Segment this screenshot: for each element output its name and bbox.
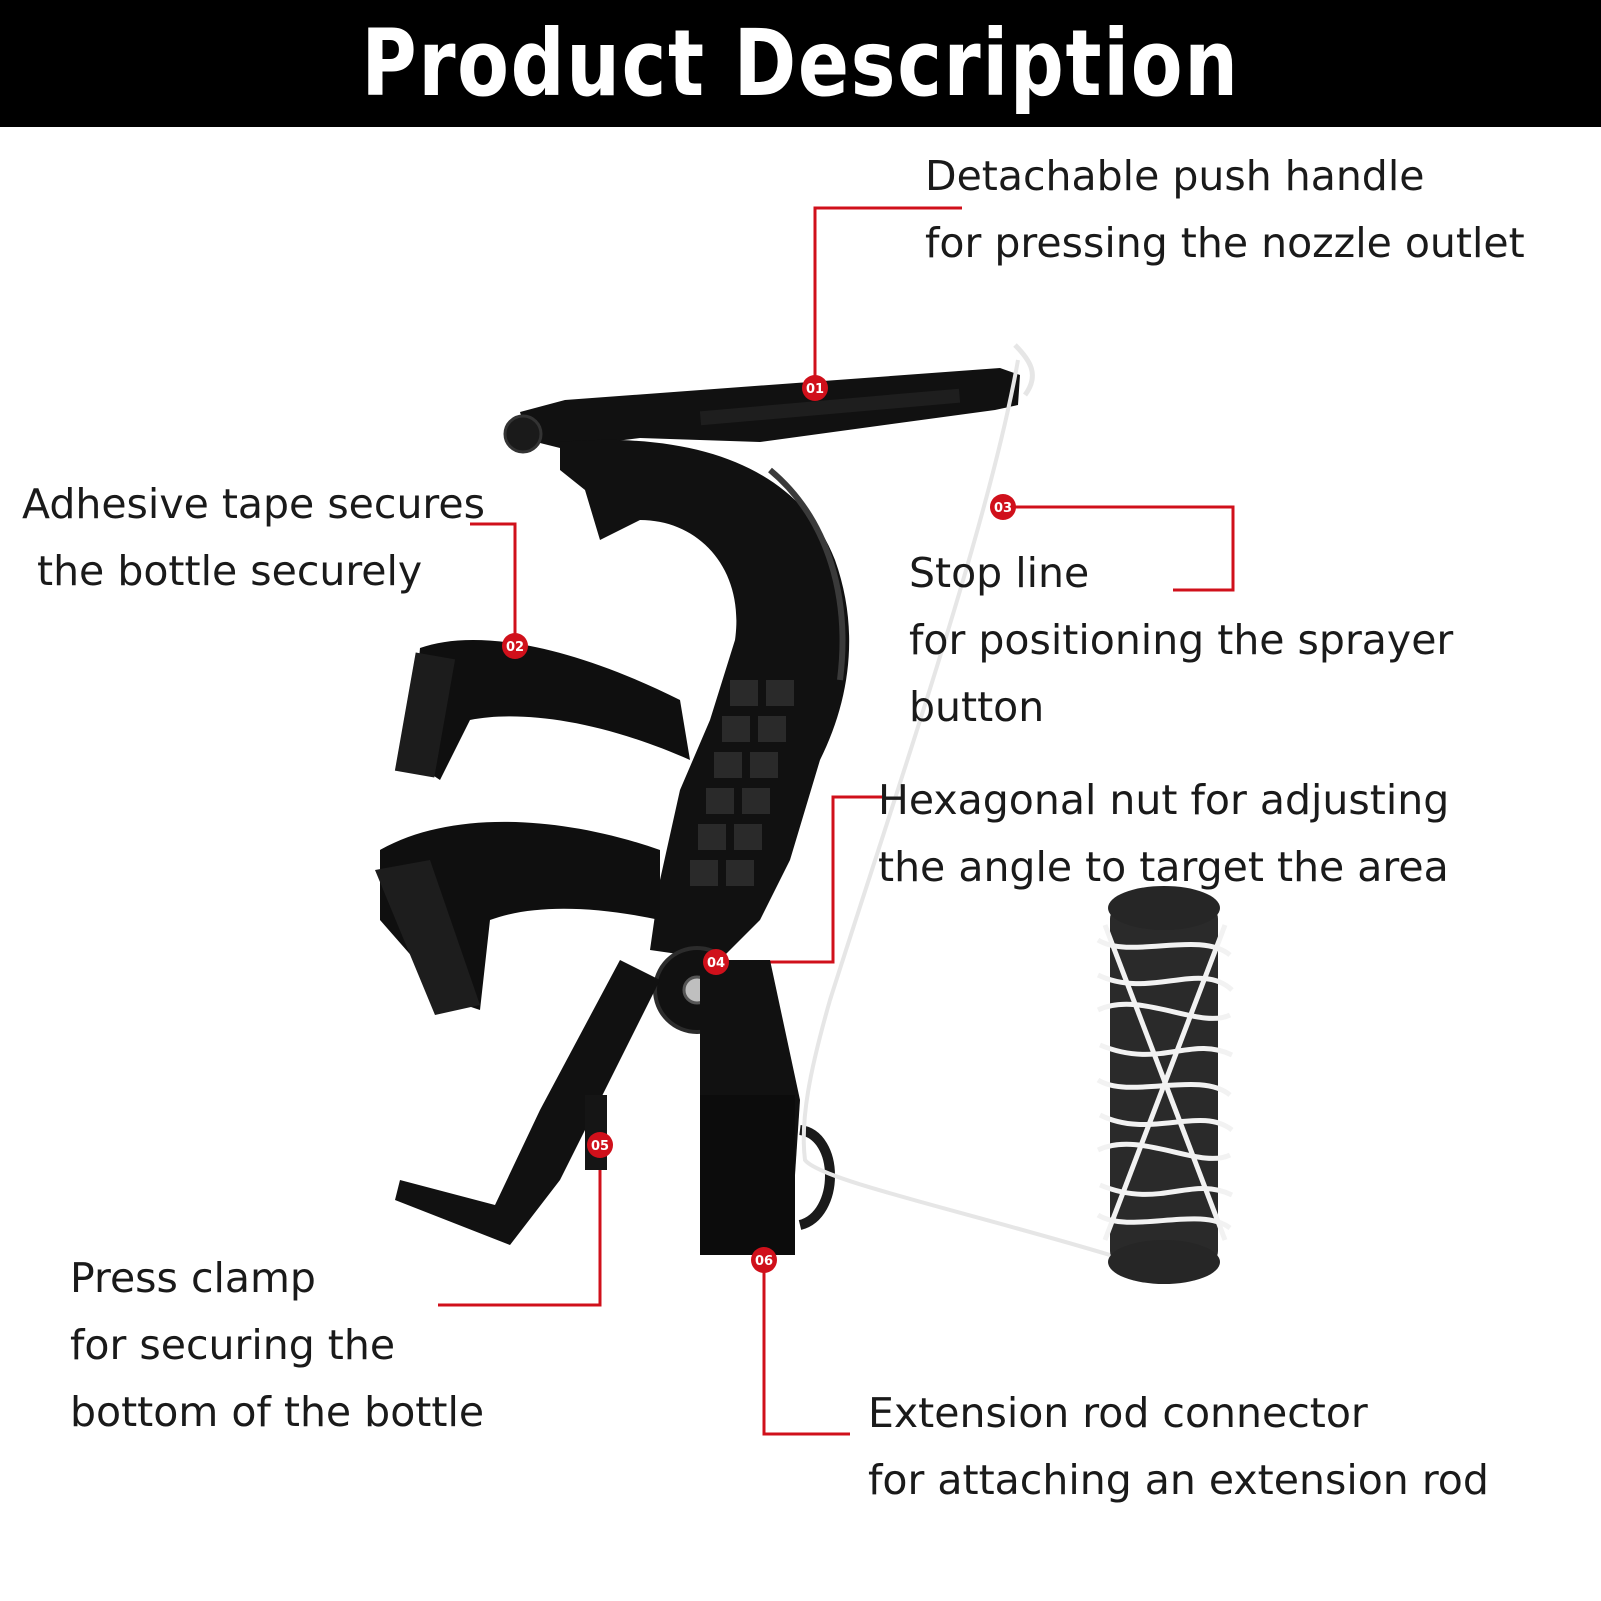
- badge-05: 05: [587, 1132, 613, 1158]
- callout-line: the angle to target the area: [878, 843, 1449, 891]
- badge-04: 04: [703, 949, 729, 975]
- callout-line: the bottle securely: [37, 547, 423, 595]
- svg-text:04: 04: [707, 956, 725, 971]
- badge-01: 01: [802, 375, 828, 401]
- spool-windings: [1096, 924, 1234, 1241]
- callout-line: Hexagonal nut for adjusting: [878, 776, 1450, 824]
- svg-text:05: 05: [591, 1139, 609, 1154]
- badge-03: 03: [990, 494, 1016, 520]
- svg-text:02: 02: [506, 640, 524, 655]
- svg-text:01: 01: [806, 382, 824, 397]
- callout-line: Detachable push handle: [925, 152, 1425, 200]
- clamp-arm: [395, 960, 660, 1245]
- header-bar: Product Description: [0, 0, 1601, 127]
- callout-line: for securing the: [70, 1321, 396, 1369]
- stop-line-cord: [801, 359, 1111, 1257]
- callout-line: Stop line: [909, 549, 1090, 597]
- leader-line-04: [716, 795, 882, 964]
- callout-line: bottom of the bottle: [70, 1388, 485, 1436]
- badge-06: 06: [751, 1247, 777, 1273]
- upper-strap-buckle: [394, 652, 456, 778]
- callout-line: button: [909, 683, 1045, 731]
- cord-knot: [1013, 343, 1035, 397]
- callout-line: Extension rod connector: [868, 1389, 1368, 1437]
- badge-02: 02: [502, 633, 528, 659]
- callout-stop-line: Stop line for positioning the sprayer bu…: [909, 540, 1453, 741]
- lower-strap-velcro: [375, 860, 480, 1015]
- leader-line-01: [813, 206, 962, 388]
- main-bracket: [560, 439, 850, 960]
- callout-line: for pressing the nozzle outlet: [925, 219, 1525, 267]
- callout-press-clamp: Press clamp for securing the bottom of t…: [70, 1245, 484, 1446]
- press-clamp: [585, 1095, 607, 1170]
- handle-slot: [699, 388, 961, 426]
- callout-line: for positioning the sprayer: [909, 616, 1454, 664]
- callout-extension-rod: Extension rod connector for attaching an…: [868, 1380, 1489, 1514]
- bracket-edge-highlight: [768, 467, 846, 681]
- callout-adhesive-tape: Adhesive tape secures the bottle securel…: [22, 471, 485, 605]
- page-title: Product Description: [361, 10, 1240, 117]
- leader-line-03: [1003, 505, 1235, 592]
- callout-hexagonal-nut: Hexagonal nut for adjusting the angle to…: [878, 767, 1449, 901]
- spool-bottom-cap: [1108, 1240, 1220, 1284]
- leader-line-05: [438, 1145, 602, 1307]
- callout-line: Press clamp: [70, 1254, 316, 1302]
- callout-line: Adhesive tape secures: [22, 480, 485, 528]
- callout-line: for attaching an extension rod: [868, 1456, 1489, 1504]
- bracket-ribs: [690, 680, 794, 886]
- extension-rod-connector: [700, 1095, 795, 1255]
- spool-top-cap: [1108, 886, 1220, 930]
- upper-strap: [410, 639, 690, 780]
- leader-line-06: [762, 1260, 850, 1436]
- leader-lines: [438, 206, 1235, 1436]
- svg-text:03: 03: [994, 501, 1012, 516]
- leader-line-02: [470, 522, 517, 646]
- callout-push-handle: Detachable push handle for pressing the …: [925, 143, 1525, 277]
- svg-text:06: 06: [755, 1254, 773, 1269]
- handle-pivot-screw: [503, 414, 543, 454]
